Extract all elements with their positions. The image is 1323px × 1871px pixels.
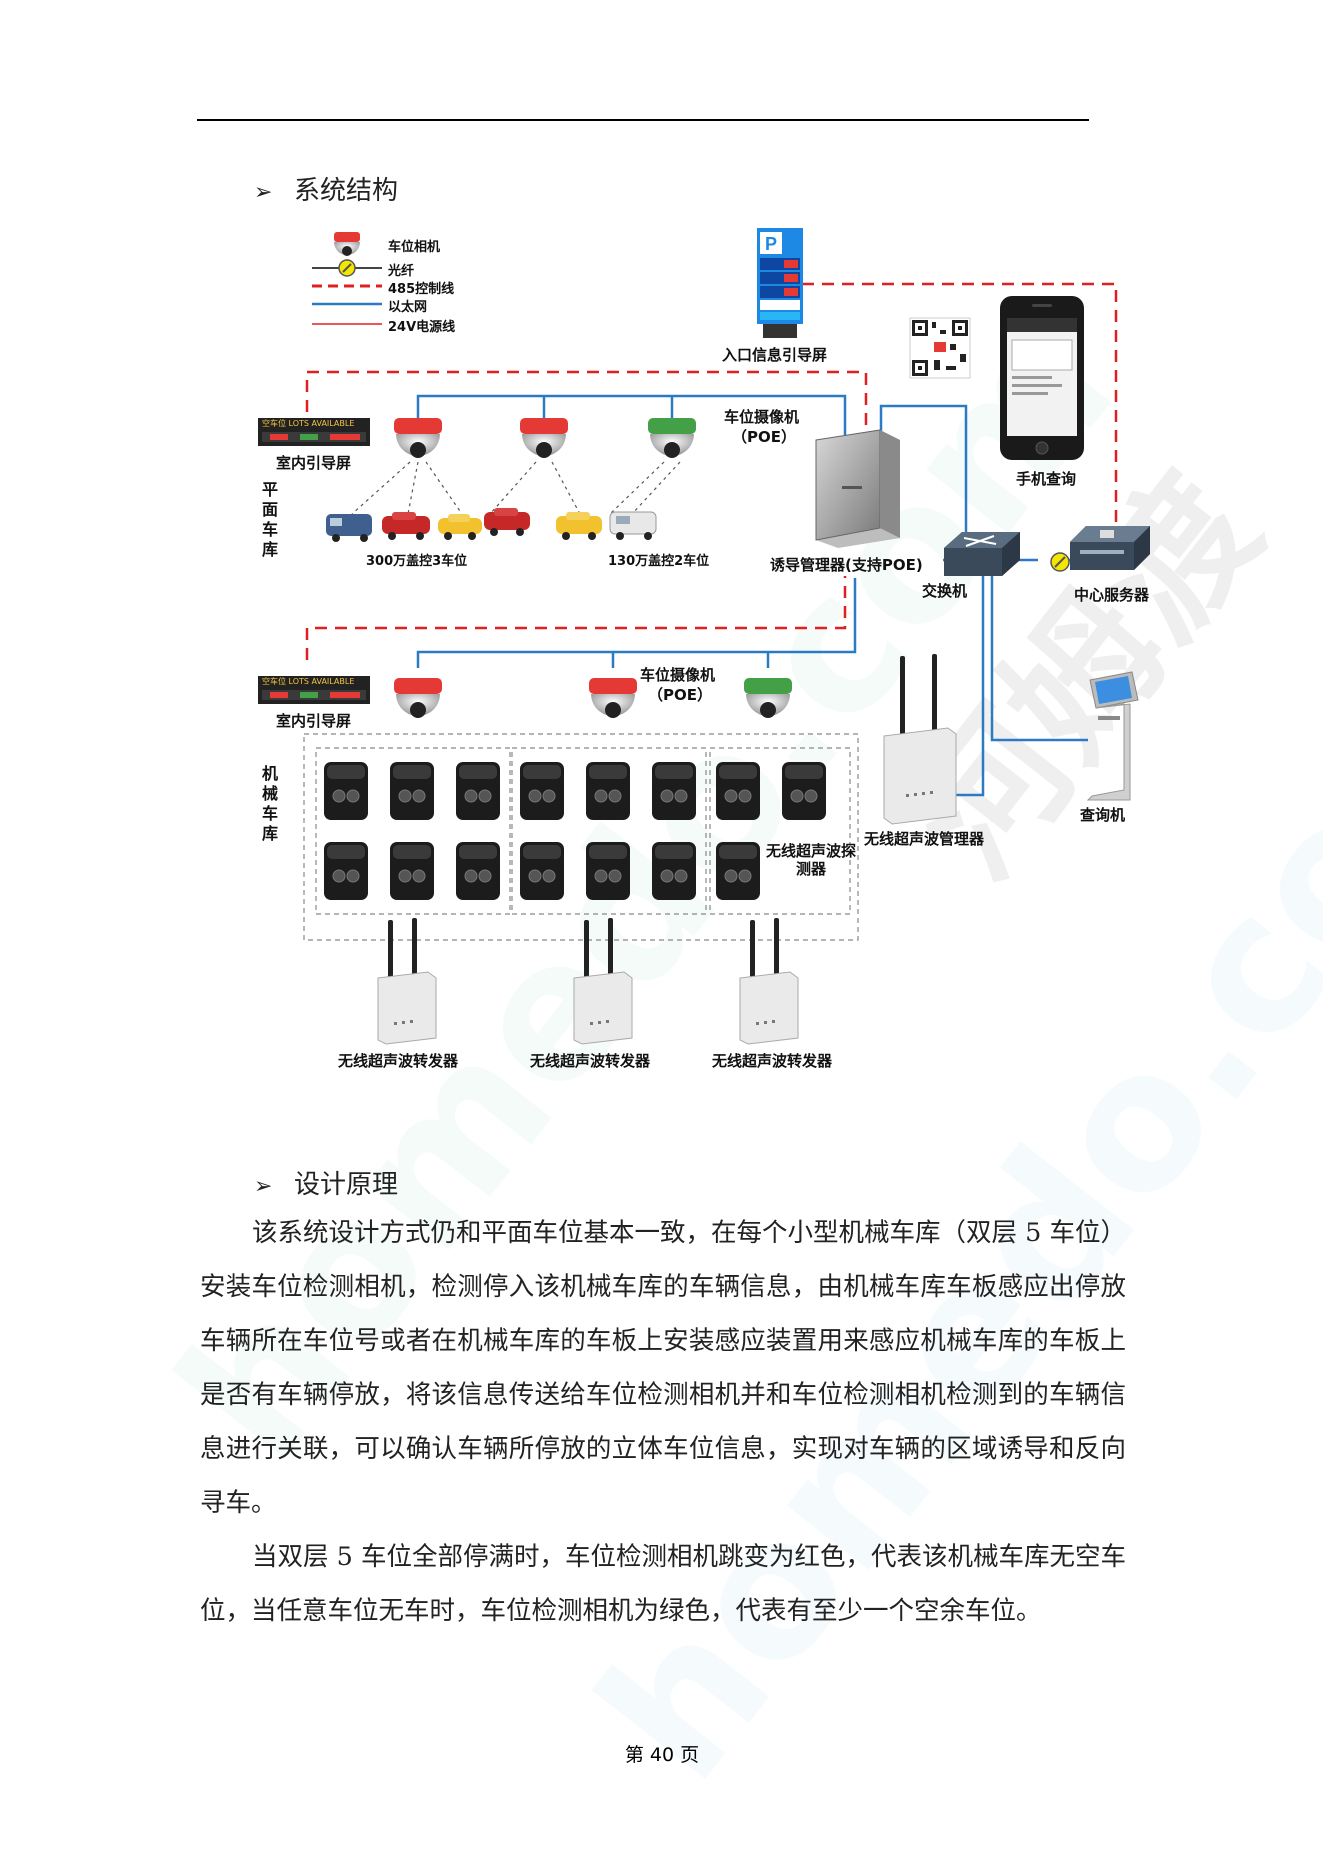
bullet-arrow-icon: ➢ <box>254 1174 273 1199</box>
ethernet-lines <box>416 394 1088 797</box>
section-title-text: 系统结构 <box>294 176 399 206</box>
ultrasonic-repeater-3 <box>739 918 799 1045</box>
ultrasonic-detector-icon <box>652 762 696 820</box>
camera-green-2 <box>744 678 792 718</box>
indoor-screen-text-1: 空车位 LOTS AVAILABLE <box>262 419 355 428</box>
guidance-manager-label: 诱导管理器(支持POE) <box>770 556 923 574</box>
flat-garage-label: 平面车库 <box>262 480 279 559</box>
section-title-text: 设计原理 <box>294 1170 399 1200</box>
car-yellow-2 <box>556 512 602 540</box>
phone-label: 手机查询 <box>1016 470 1077 488</box>
query-kiosk-icon <box>1086 671 1139 801</box>
page-number: 第 40 页 <box>624 1744 700 1766</box>
rs485-lines <box>305 282 1118 660</box>
repeater-label-2: 无线超声波转发器 <box>530 1052 651 1070</box>
ultrasonic-detector-icon <box>324 762 368 820</box>
mech-garage-label: 机械车库 <box>262 764 279 843</box>
switch-label: 交换机 <box>922 582 968 600</box>
ultrasonic-detector-icon <box>716 762 760 820</box>
cam3-label: 300万盖控3车位 <box>366 554 468 569</box>
camera-red-3 <box>394 678 442 718</box>
camera-poe-sub-2: （POE） <box>648 686 712 704</box>
section-title-system-structure: ➢ 系统结构 <box>254 170 398 207</box>
ultrasonic-detector-icon <box>520 842 564 900</box>
repeater-label-1: 无线超声波转发器 <box>338 1052 459 1070</box>
legend-camera-icon <box>334 232 360 256</box>
paragraph-2: 当双层 5 车位全部停满时，车位检测相机跳变为红色，代表该机械车库无空车位，当任… <box>200 1542 1126 1626</box>
server-label: 中心服务器 <box>1074 586 1150 604</box>
ultrasonic-detectors <box>324 762 826 900</box>
ultrasonic-detector-icon <box>390 762 434 820</box>
mech-garage-frames <box>303 733 859 941</box>
section-title-design-principle: ➢ 设计原理 <box>254 1164 398 1201</box>
body-text: 该系统设计方式仍和平面车位基本一致，在每个小型机械车库（双层 5 车位）安装车位… <box>200 1206 1126 1638</box>
ultrasonic-detector-icon <box>324 842 368 900</box>
parked-cars <box>326 508 657 542</box>
legend-fiber-label: 光纤 <box>388 264 415 279</box>
car-yellow-1 <box>438 514 482 540</box>
ultrasonic-detector-icon <box>456 762 500 820</box>
ultrasonic-repeater-1 <box>377 918 437 1045</box>
camera-red-1 <box>394 418 442 458</box>
camera-poe-sub-1: （POE） <box>732 428 796 446</box>
network-switch-icon <box>944 532 1020 576</box>
camera-poe-label-1: 车位摄像机 <box>724 408 800 426</box>
kiosk-label: 查询机 <box>1080 806 1126 824</box>
legend-485-label: 485控制线 <box>388 282 455 297</box>
camera-red-4 <box>589 678 637 718</box>
repeater-label-3: 无线超声波转发器 <box>712 1052 833 1070</box>
phone-icon <box>1000 296 1084 460</box>
indoor-screen-label-2: 室内引导屏 <box>276 712 352 730</box>
central-server-icon <box>1070 526 1150 570</box>
camera-green-1 <box>648 418 696 458</box>
camera-poe-label-2: 车位摄像机 <box>640 666 716 684</box>
indoor-screen-text-2: 空车位 LOTS AVAILABLE <box>262 677 355 686</box>
car-blue-van <box>326 514 372 542</box>
legend-camera-label: 车位相机 <box>388 240 441 255</box>
ultrasonic-detector-icon <box>716 842 760 900</box>
car-white-van <box>609 511 657 540</box>
indoor-screen-label-1: 室内引导屏 <box>276 454 352 472</box>
legend-24v-label: 24V电源线 <box>388 320 456 335</box>
legend <box>312 232 382 325</box>
svg-text:P: P <box>765 234 777 254</box>
car-red-2 <box>484 508 530 536</box>
paragraph-1: 该系统设计方式仍和平面车位基本一致，在每个小型机械车库（双层 5 车位）安装车位… <box>200 1218 1126 1518</box>
legend-ethernet-label: 以太网 <box>388 300 428 315</box>
ultrasonic-detector-icon <box>652 842 696 900</box>
ultrasonic-detector-icon <box>586 762 630 820</box>
ultrasonic-detector-label: 无线超声波探测器 <box>764 842 858 878</box>
ultrasonic-manager-icon <box>883 654 957 825</box>
header-rule <box>197 119 1089 121</box>
entrance-info-screen: P <box>757 228 803 338</box>
car-red-1 <box>382 512 430 540</box>
ultrasonic-manager-label: 无线超声波管理器 <box>864 830 985 848</box>
ultrasonic-detector-icon <box>520 762 564 820</box>
camera-coverage-lines <box>351 461 681 515</box>
indoor-guide-screen-1 <box>258 418 370 446</box>
guidance-manager-box <box>815 429 900 548</box>
qr-code-icon <box>909 317 971 379</box>
ultrasonic-detector-icon <box>586 842 630 900</box>
cam2-label: 130万盖控2车位 <box>608 554 710 569</box>
indoor-guide-screen-2 <box>258 676 370 704</box>
ultrasonic-detector-icon <box>456 842 500 900</box>
entrance-screen-label: 入口信息引导屏 <box>722 346 828 364</box>
camera-red-2 <box>520 418 568 458</box>
ultrasonic-detector-icon <box>782 762 826 820</box>
ultrasonic-detector-label-text: 无线超声波探测器 <box>765 842 856 878</box>
ultrasonic-detector-icon <box>390 842 434 900</box>
bullet-arrow-icon: ➢ <box>254 180 273 205</box>
ultrasonic-repeater-2 <box>573 918 633 1045</box>
